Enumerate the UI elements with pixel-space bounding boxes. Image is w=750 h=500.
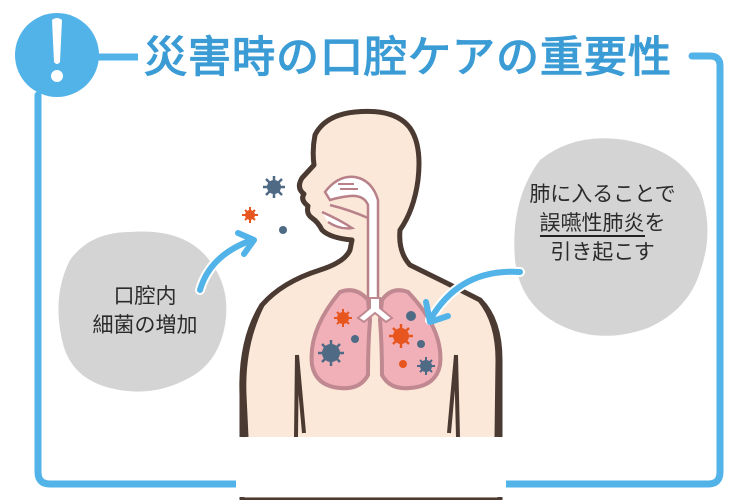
germ-orange-icon: [242, 207, 258, 223]
frame-border: [34, 52, 724, 488]
aspiration-pneumonia-term: 誤嚥性肺炎: [539, 211, 645, 237]
left-bubble-text: 口腔内 細菌の増加: [70, 282, 220, 340]
germ-dot-icon: [279, 226, 287, 234]
germ-navy-icon: [417, 357, 435, 375]
germ-orange-icon: [334, 309, 352, 327]
germ-dot-icon: [417, 340, 425, 348]
right-bubble-line2: 誤嚥性肺炎を: [505, 209, 700, 238]
germ-navy-icon: [318, 340, 344, 366]
right-bubble-line2-suffix: を: [644, 211, 666, 235]
germ-navy-icon: [263, 176, 285, 198]
right-bubble-text: 肺に入ることで 誤嚥性肺炎を 引き起こす: [505, 180, 700, 267]
right-bubble-line1: 肺に入ることで: [529, 182, 676, 206]
germ-orange-icon: [389, 324, 413, 348]
page-title: 災害時の口腔ケアの重要性: [138, 30, 678, 86]
arrow-right-icon: [423, 266, 525, 325]
germs-in-lungs: [318, 309, 435, 375]
right-bubble-shape: [514, 138, 708, 336]
left-bubble-line1: 口腔内: [113, 284, 177, 308]
arrow-left-icon: [195, 230, 257, 295]
germ-dot-icon: [351, 335, 359, 343]
left-bubble-shape: [58, 231, 227, 392]
germs-outside-mouth: [242, 176, 287, 234]
germ-dot-icon: [406, 311, 416, 321]
left-bubble-line2: 細菌の増加: [92, 313, 198, 337]
germ-dot-icon: [399, 360, 407, 368]
right-bubble-line3: 引き起こす: [550, 240, 655, 264]
exclamation-icon: [15, 13, 99, 97]
airway: [321, 175, 380, 302]
